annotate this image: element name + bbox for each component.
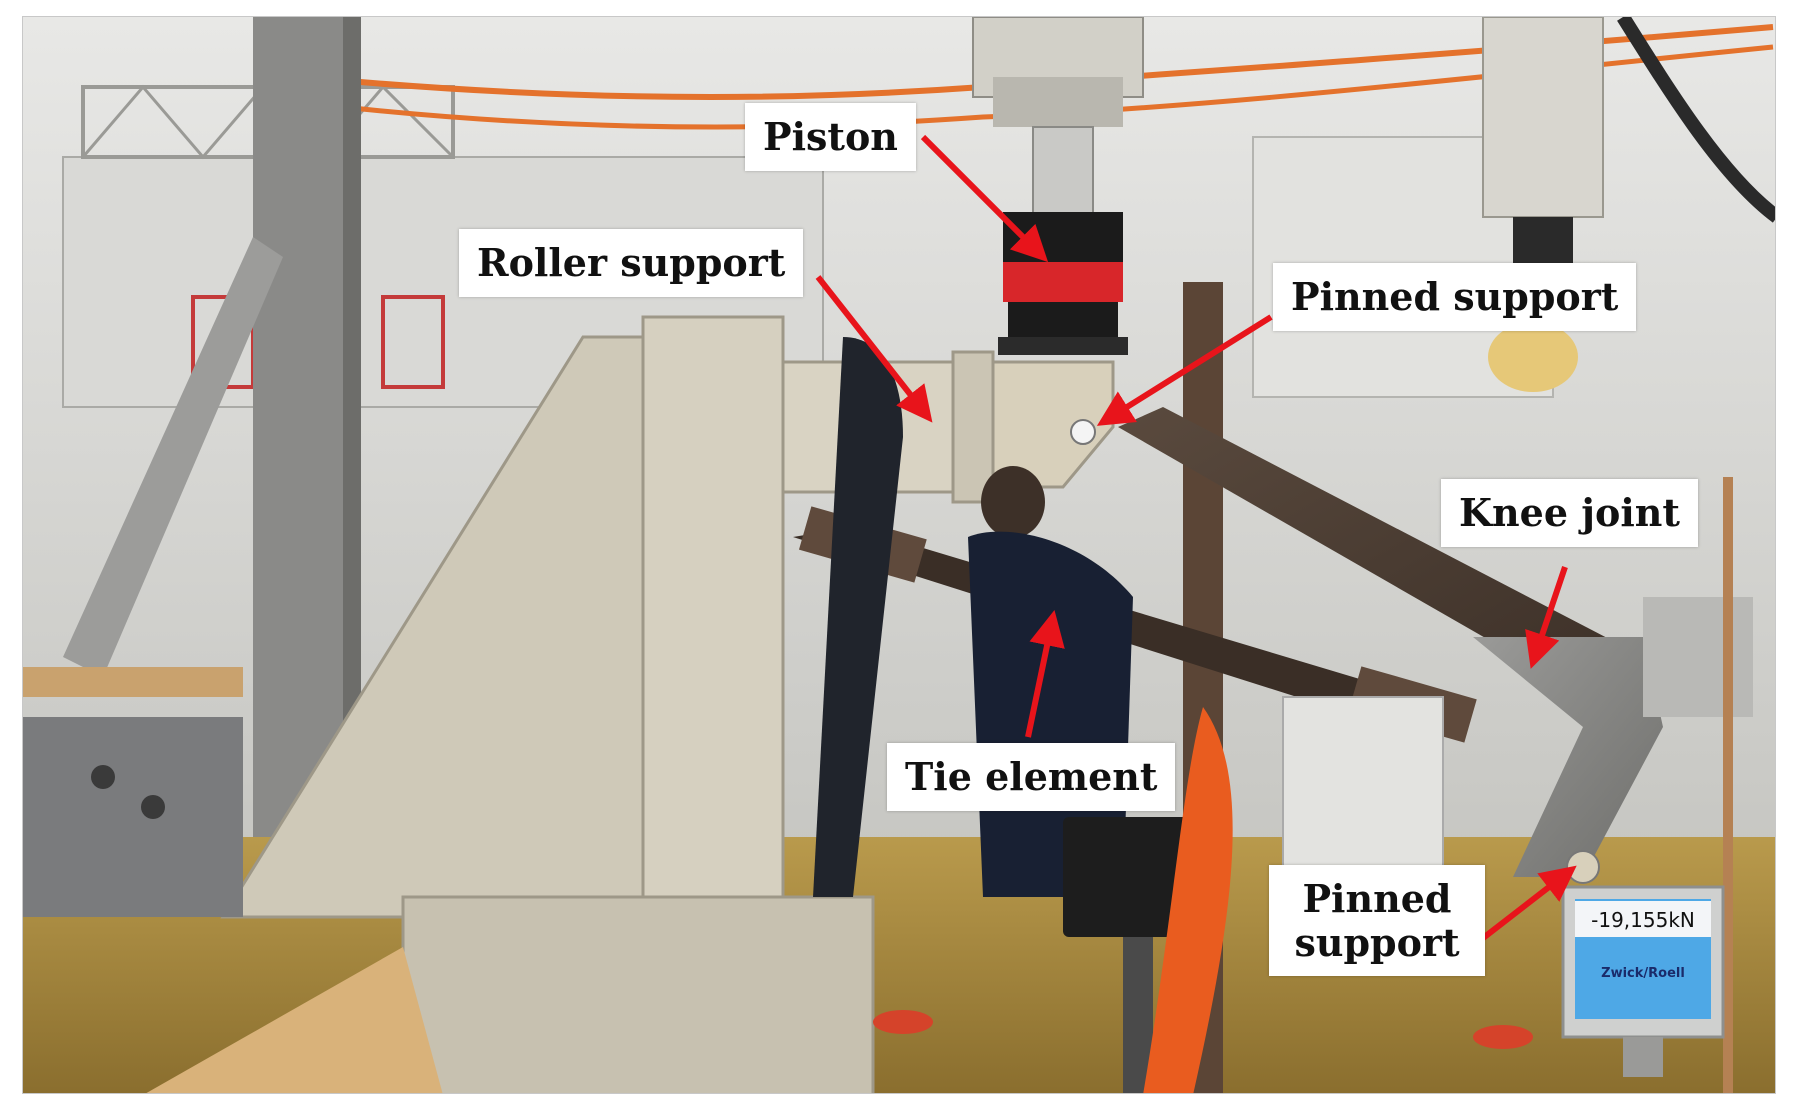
wall-sign-2 <box>381 295 445 389</box>
force-monitor-brand: Zwick/Roell <box>1601 966 1685 981</box>
knee-joint-element <box>1473 637 1663 877</box>
actuator-flange <box>993 77 1123 127</box>
arrow-knee-joint <box>1525 566 1568 669</box>
secondary-actuator <box>1482 17 1604 218</box>
red-foot-1 <box>873 1010 933 1034</box>
label-roller-support: Roller support <box>459 229 804 297</box>
red-foot-2 <box>1473 1025 1533 1049</box>
machine-bolt-2 <box>141 795 165 819</box>
background-person <box>813 337 903 897</box>
frame-base <box>401 895 875 1093</box>
label-knee-joint: Knee joint <box>1441 479 1698 547</box>
force-readout-panel <box>1575 901 1711 937</box>
monitor-stand <box>1623 1037 1663 1077</box>
label-piston: Piston <box>745 103 916 171</box>
pin-top <box>1070 419 1096 445</box>
machine-bolt-1 <box>91 765 115 789</box>
pinned-support-top-block <box>991 360 1115 489</box>
label-pinned-support-bottom: Pinned support <box>1269 865 1485 977</box>
test-setup-photo: -19,155kN Zwick/Roell Piston Roller supp… <box>22 16 1776 1094</box>
piston-rod <box>1032 126 1094 218</box>
arrow-pinned-support-top <box>1096 314 1273 426</box>
measuring-rod <box>1723 477 1733 1093</box>
piston-load-cell <box>1003 262 1123 302</box>
piston-clamp-lower <box>1008 302 1118 342</box>
arrow-pinned-support-bottom <box>1476 865 1577 945</box>
label-pinned-support-top: Pinned support <box>1273 263 1637 331</box>
diagonal-brace-left <box>63 237 283 677</box>
drawer-cabinet <box>1282 696 1444 868</box>
label-pinned-support-bottom-line1: Pinned <box>1302 876 1452 921</box>
orange-safety-tape <box>1143 707 1233 1093</box>
wooden-board-left <box>23 667 243 697</box>
label-tie-element: Tie element <box>887 743 1176 811</box>
pin-bottom <box>1566 850 1600 884</box>
wooden-beam-foreground <box>146 947 443 1093</box>
arrow-piston <box>920 134 1049 263</box>
steel-column-edge <box>343 17 361 917</box>
roller-plate <box>951 350 995 504</box>
basket <box>1488 322 1578 392</box>
lab-scene: -19,155kN Zwick/Roell <box>23 17 1775 1093</box>
force-reading: -19,155kN <box>1591 908 1695 932</box>
reaction-frame-column <box>641 315 785 919</box>
instrument-box <box>1643 597 1753 717</box>
label-pinned-support-bottom-line2: support <box>1294 919 1460 965</box>
piston-base-plate <box>998 337 1128 355</box>
operator-head <box>981 466 1045 538</box>
arrow-tie-element <box>1025 609 1065 738</box>
cables <box>1617 17 1775 223</box>
arrow-roller-support <box>815 275 933 423</box>
left-machine <box>23 717 243 917</box>
